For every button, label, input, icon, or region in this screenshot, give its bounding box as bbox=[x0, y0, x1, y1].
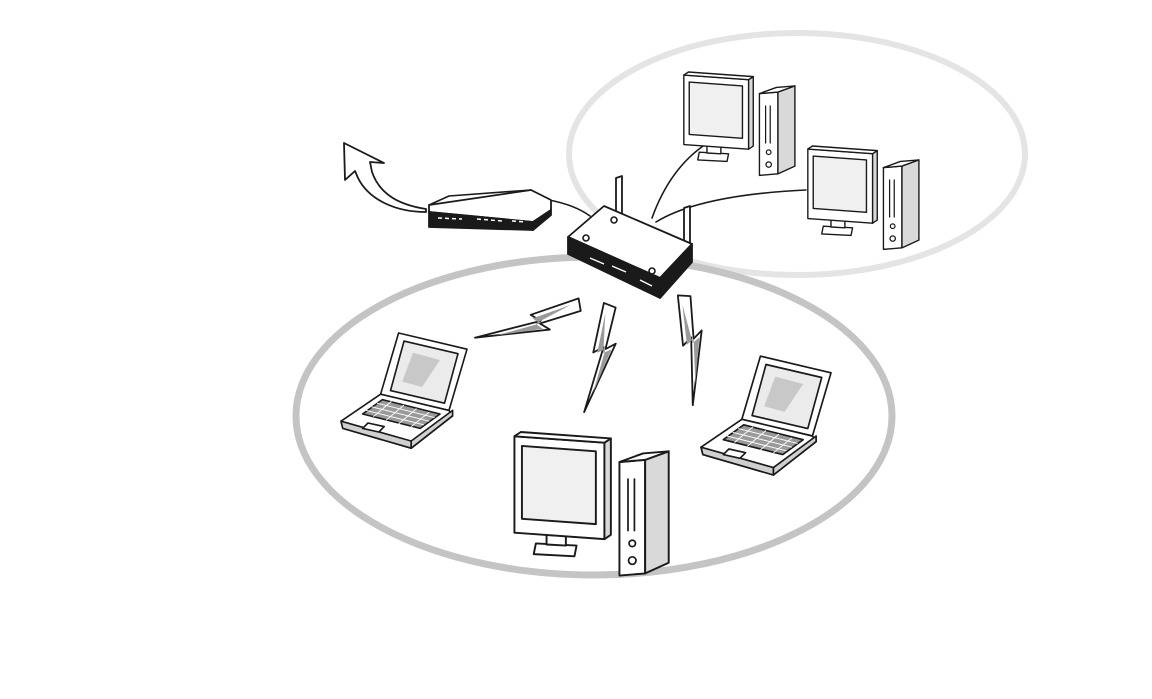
cable-access-point-to-desktop-2 bbox=[656, 190, 806, 222]
modem-icon bbox=[429, 190, 551, 230]
wired-desktop-1 bbox=[684, 72, 795, 175]
wireless-laptop-2 bbox=[701, 356, 831, 475]
lightning-bolt-icon bbox=[584, 302, 618, 413]
wireless-desktop bbox=[514, 432, 668, 576]
cable-modem-to-access-point bbox=[549, 200, 590, 216]
internet-arrow-icon bbox=[344, 143, 426, 212]
lightning-bolt-icon bbox=[475, 286, 585, 362]
cable-access-point-to-desktop-1 bbox=[652, 144, 706, 218]
wireless-router-icon bbox=[568, 176, 692, 298]
lightning-bolt-icon bbox=[664, 292, 720, 405]
wired-desktop-2 bbox=[808, 146, 919, 249]
wireless-laptop-1 bbox=[341, 333, 467, 448]
wireless-links bbox=[475, 286, 720, 414]
